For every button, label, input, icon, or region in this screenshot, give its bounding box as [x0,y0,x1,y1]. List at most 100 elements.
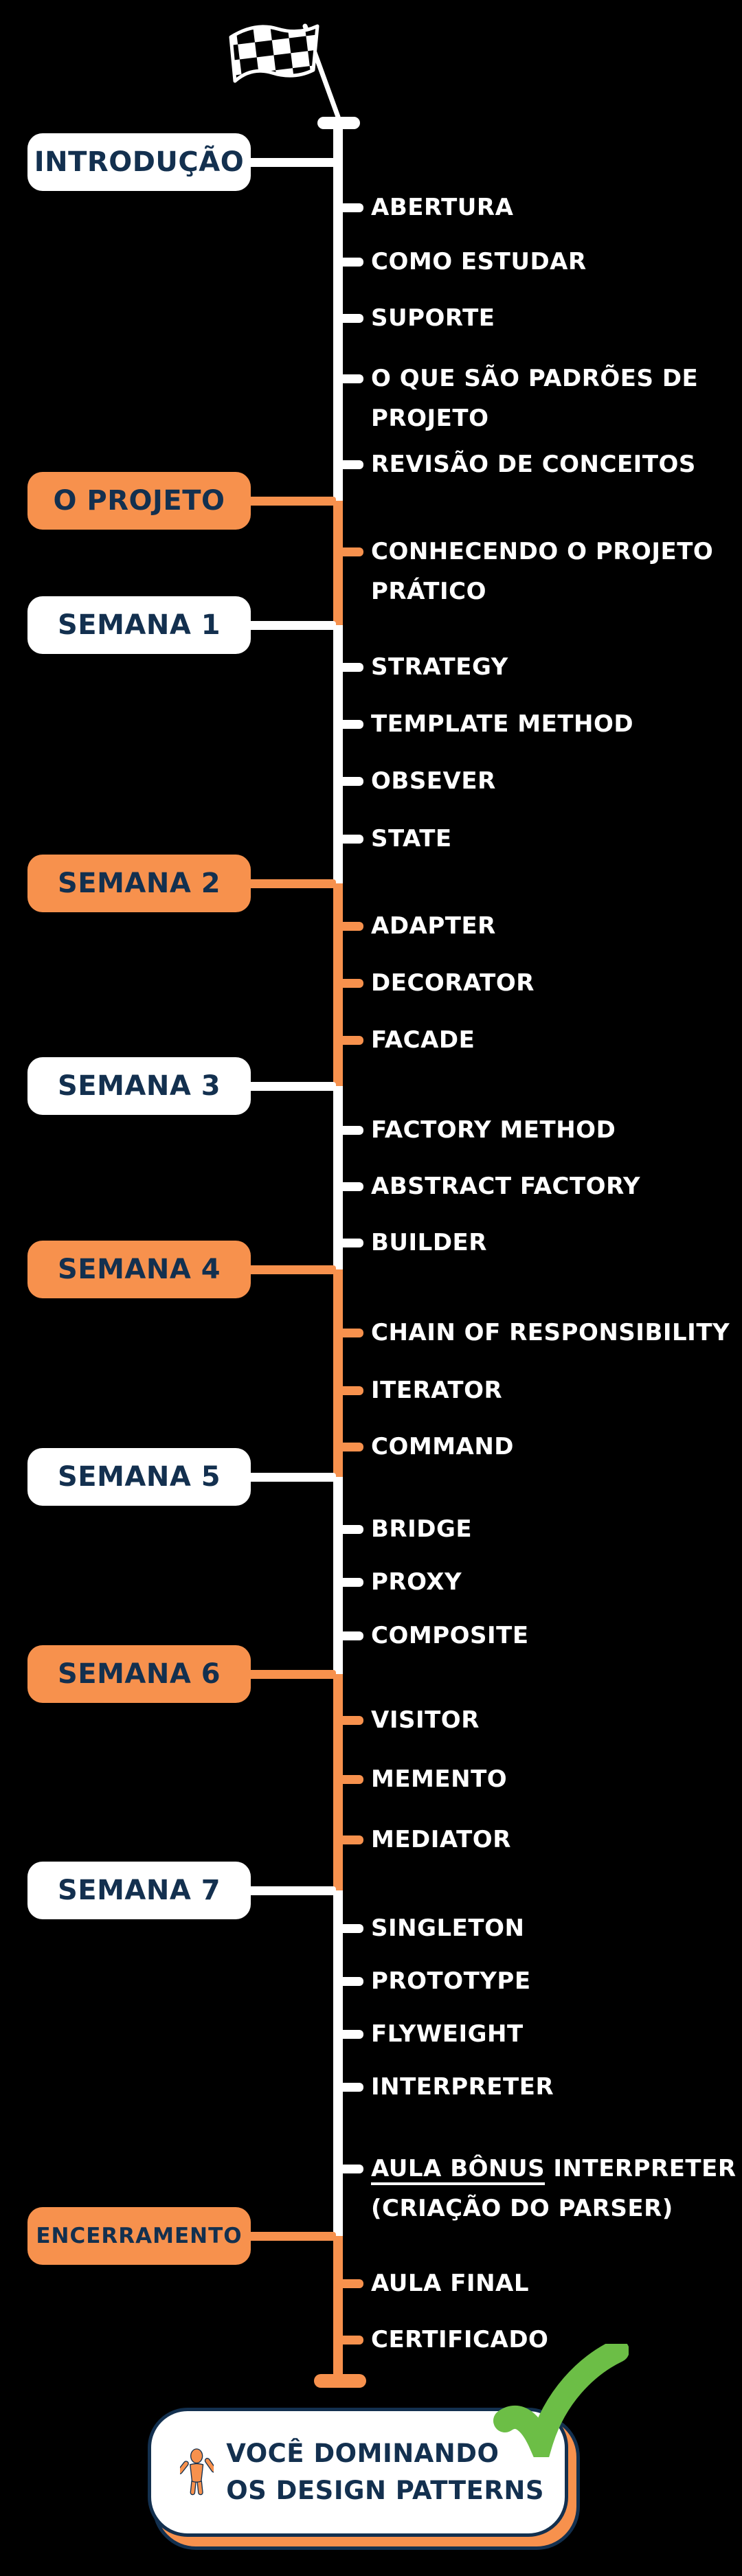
item-label-line: INTERPRETER [371,2073,554,2101]
item-tick [333,1631,363,1640]
section-box-encerramento: ENCERRAMENTO [27,2207,251,2265]
item-tick [333,922,363,931]
item-label-line: ADAPTER [371,912,496,940]
timeline-item: CHAIN OF RESPONSIBILITY [371,1313,730,1353]
item-tick [333,2030,363,2039]
spine-segment [333,625,343,883]
section-box-semana-5: SEMANA 5 [27,1448,251,1506]
item-label-line: CHAIN OF RESPONSIBILITY [371,1319,730,1346]
section-connector [246,497,336,506]
item-label-line: ABERTURA [371,194,514,221]
item-label-line: BRIDGE [371,1515,473,1543]
timeline-item: FLYWEIGHT [371,2014,524,2054]
timeline-item: INTERPRETER [371,2067,554,2107]
item-tick [333,979,363,988]
item-label-line: (CRIAÇÃO DO PARSER) [371,2195,673,2222]
spine-segment [333,501,343,625]
spine-segment [333,2236,343,2377]
item-label-line: CERTIFICADO [371,2326,549,2353]
item-label-line: FLYWEIGHT [371,2020,524,2048]
item-tick [333,2336,363,2345]
timeline-start-cap [317,117,360,129]
timeline-item: STATE [371,819,452,859]
item-tick [333,374,363,383]
item-label-line: STRATEGY [371,653,508,681]
item-label-line: REVISÃO DE CONCEITOS [371,451,696,478]
timeline-item: SINGLETON [371,1908,524,1948]
finish-message: VOCÊ DOMINANDO OS DESIGN PATTERNS [226,2435,544,2509]
timeline-item: BRIDGE [371,1509,472,1549]
timeline-item: OBSEVER [371,761,496,801]
item-label-line: COMO ESTUDAR [371,248,587,275]
timeline-item: COMMAND [371,1427,514,1467]
timeline-item: VISITOR [371,1700,480,1740]
item-label-line: FACADE [371,1026,475,1054]
section-connector [246,1473,336,1482]
item-tick [333,1239,363,1247]
item-label-line: SUPORTE [371,304,495,332]
timeline-item: STRATEGY [371,647,508,687]
timeline-item: CERTIFICADO [371,2320,548,2360]
section-connector [246,158,336,167]
item-tick [333,1835,363,1844]
timeline-item: SUPORTE [371,298,495,338]
item-tick [333,1924,363,1933]
finish-line-1: VOCÊ DOMINANDO [226,2439,499,2468]
section-box-semana-3: SEMANA 3 [27,1057,251,1115]
section-connector [246,1886,336,1895]
finish-line-2: OS DESIGN PATTERNS [226,2476,544,2505]
item-label-line: PROJETO [371,405,489,432]
timeline-item: ABERTURA [371,188,513,227]
item-label-line: OBSEVER [371,767,496,795]
item-label-line: MEMENTO [371,1765,508,1793]
section-box-semana-4: SEMANA 4 [27,1241,251,1298]
section-connector [246,1670,336,1679]
item-tick [333,547,363,556]
section-connector [246,879,336,888]
item-label-line: CONHECENDO O PROJETO [371,538,714,565]
item-label-line: ABSTRACT FACTORY [371,1173,641,1200]
item-tick [333,1716,363,1725]
item-label-line: COMMAND [371,1433,515,1460]
item-tick [333,777,363,786]
timeline-item: TEMPLATE METHOD [371,704,633,744]
item-tick [333,1036,363,1045]
timeline-item: PROXY [371,1562,462,1602]
timeline-item: PROTOTYPE [371,1961,531,2001]
section-box-semana-1: SEMANA 1 [27,596,251,654]
checkered-flag-icon [229,23,341,120]
celebrating-person-icon [180,2448,214,2496]
item-label-line: ITERATOR [371,1377,503,1404]
timeline-item: MEMENTO [371,1759,507,1799]
item-label-line: PROXY [371,1568,462,1596]
item-tick [333,2165,363,2173]
item-tick [333,1525,363,1534]
section-connector [246,1265,336,1274]
item-label-line: PROTOTYPE [371,1967,531,1995]
section-box-semana-6: SEMANA 6 [27,1645,251,1703]
item-tick [333,2279,363,2288]
spine-segment [333,1477,343,1674]
finish-card: VOCÊ DOMINANDO OS DESIGN PATTERNS [148,2408,568,2537]
timeline-item: COMO ESTUDAR [371,242,587,282]
timeline-item: COMPOSITE [371,1616,529,1656]
item-tick [333,258,363,267]
item-label-line: BUILDER [371,1229,487,1256]
timeline-item: ABSTRACT FACTORY [371,1166,640,1206]
section-connector [246,1082,336,1091]
section-connector [246,2232,336,2241]
item-tick [333,1443,363,1451]
item-tick [333,1182,363,1191]
item-tick [333,663,363,672]
timeline-item: BUILDER [371,1223,487,1263]
checkmark-icon [493,2344,629,2457]
item-label-line: TEMPLATE METHOD [371,710,634,738]
section-box-o-projeto: O PROJETO [27,472,251,530]
section-connector [246,621,336,630]
item-label-line: STATE [371,825,452,852]
timeline-item: ADAPTER [371,906,496,946]
timeline-item: ITERATOR [371,1370,502,1410]
